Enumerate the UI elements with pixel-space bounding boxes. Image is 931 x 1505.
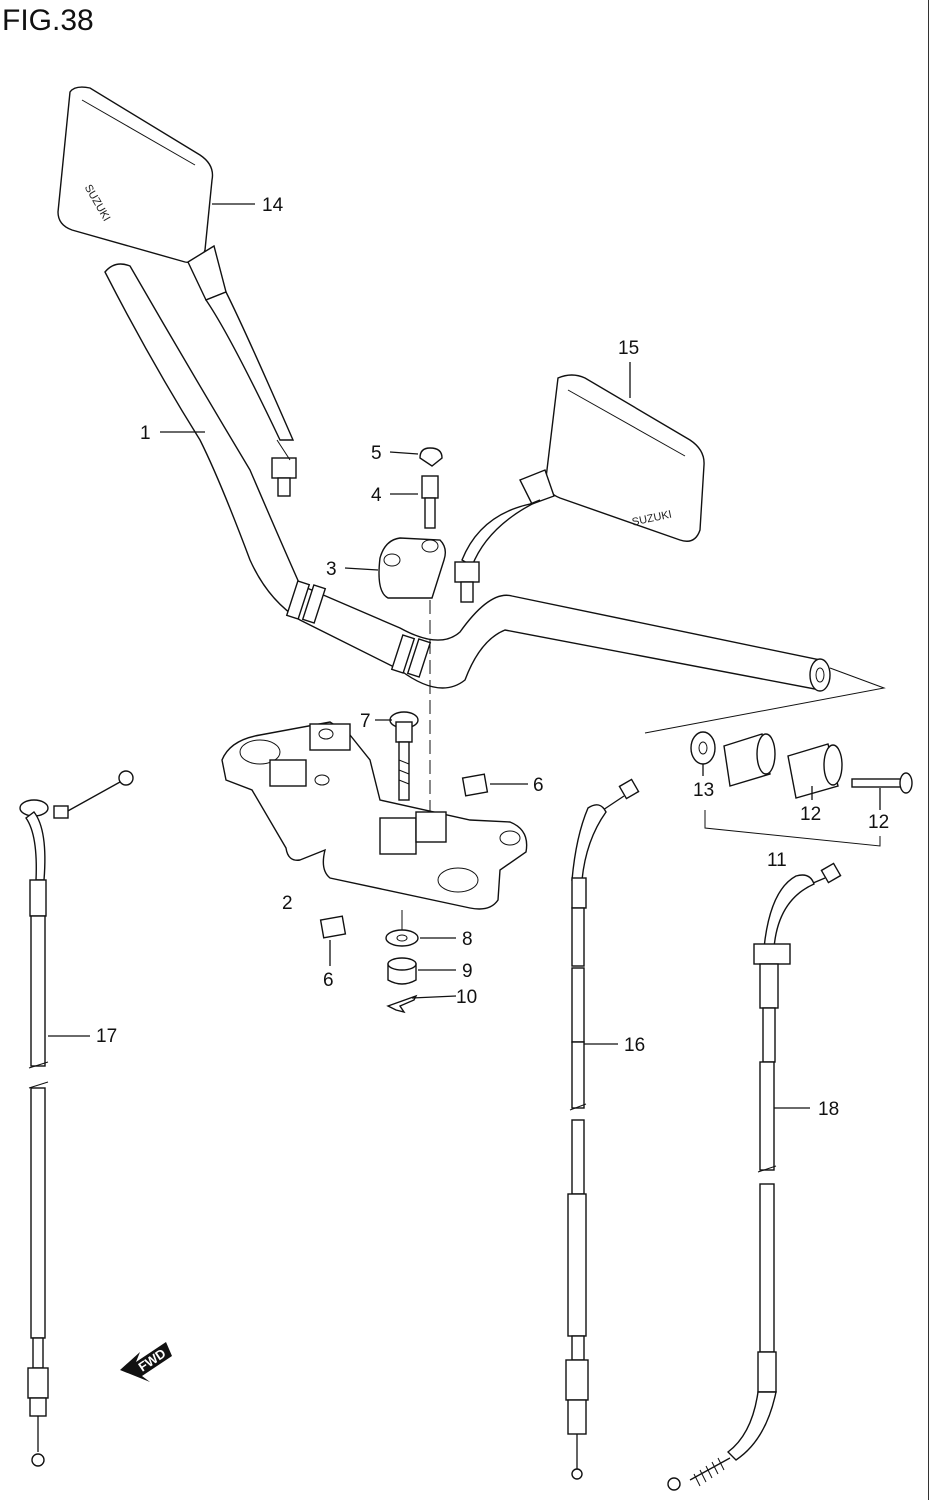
callout-10: 10 (456, 987, 477, 1008)
mirror-right[interactable]: SUZUKI (454, 374, 705, 603)
callout-5: 5 (371, 443, 382, 464)
callout-18: 17 (96, 1026, 117, 1047)
throttle-cable-return[interactable] (565, 778, 640, 1480)
page-edge-line (928, 0, 929, 1500)
balancer-set-bracket (704, 810, 881, 847)
callout-12: 12 (868, 812, 889, 833)
callout-2: 2 (282, 893, 293, 914)
callout-14: 13 (693, 780, 714, 801)
callout-3: 3 (326, 559, 337, 580)
lock-washer[interactable] (386, 994, 418, 1014)
handlebar[interactable] (104, 263, 886, 734)
mirror-left[interactable]: SUZUKI (57, 86, 297, 497)
callout-4: 4 (371, 485, 382, 506)
callout-16: 15 (618, 338, 639, 359)
throttle-cable-pull[interactable] (19, 770, 134, 1467)
bracket-bolt[interactable] (389, 711, 419, 801)
callout-1: 1 (140, 423, 151, 444)
cushion-left[interactable] (319, 915, 347, 939)
callout-6-right: 6 (533, 775, 544, 796)
callout-8: 8 (462, 929, 473, 950)
handlebar-holder[interactable] (378, 537, 447, 599)
callout-7: 7 (360, 711, 371, 732)
callout-17: 16 (624, 1035, 645, 1056)
upper-bracket[interactable] (221, 721, 528, 910)
callout-13: 12 (800, 804, 821, 825)
holder-bolt[interactable] (421, 475, 439, 529)
balancer-weight-inner[interactable] (723, 733, 776, 787)
callout-15: 14 (262, 195, 284, 216)
figure-title: FIG.38 (2, 4, 94, 37)
callout-labels: 14 15 1 5 4 3 7 6 2 6 8 9 10 13 12 12 11… (96, 195, 889, 1120)
forward-arrow: FWD (120, 1342, 172, 1382)
balancer-washer[interactable] (690, 731, 716, 765)
clutch-cable[interactable] (667, 862, 842, 1491)
callout-19: 18 (818, 1099, 839, 1120)
bolt-cap[interactable] (419, 447, 443, 467)
callout-11: 11 (767, 850, 787, 871)
washer[interactable] (385, 929, 419, 947)
callout-6-left: 6 (323, 970, 334, 991)
balancer-screw[interactable] (851, 772, 913, 794)
cushion-right[interactable] (461, 773, 489, 797)
leader-lines (48, 203, 881, 1109)
nut[interactable] (387, 957, 417, 985)
callout-9: 9 (462, 961, 473, 982)
balancer-weight-outer[interactable] (787, 743, 843, 799)
